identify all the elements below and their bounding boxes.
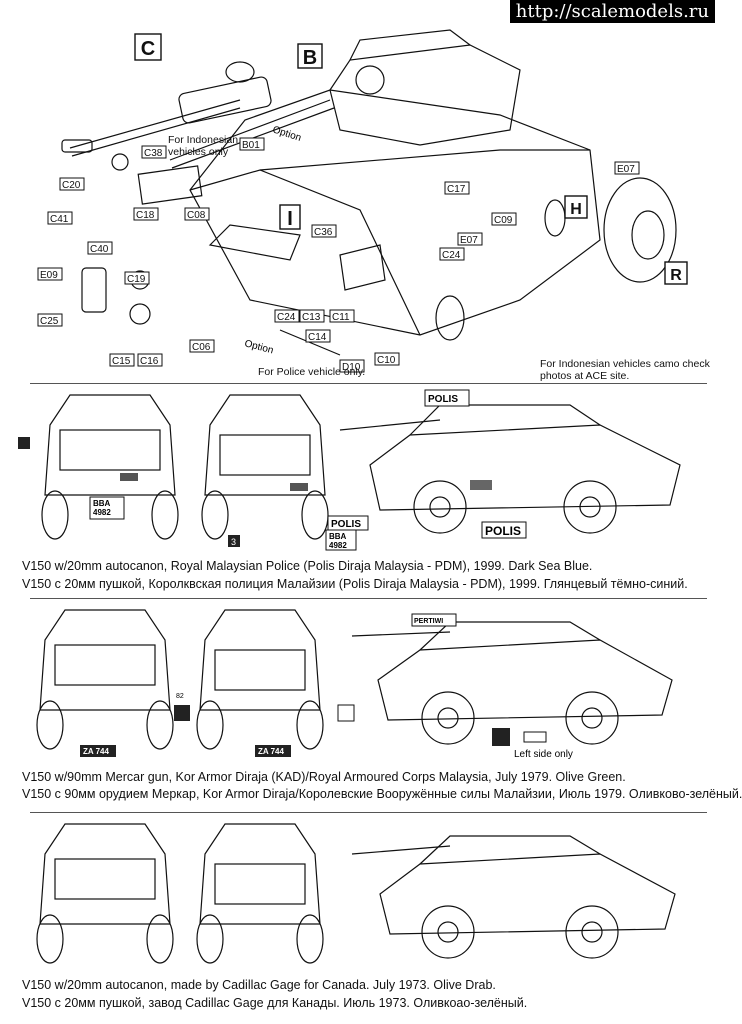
callout-box (59, 177, 85, 191)
watermark: http://scalemodels.ru (509, 0, 715, 23)
callout-box (239, 137, 265, 151)
polis-small-label: POLIS (331, 519, 361, 530)
callout-label: C17 (447, 184, 466, 195)
plate-front-mercar: ZA 744 (83, 747, 109, 756)
big-label-c: C (141, 38, 155, 60)
option-bottom-label: Option (243, 338, 274, 356)
callout-label: C18 (136, 210, 155, 221)
callout-label: E07 (460, 235, 478, 246)
callout-label: C14 (308, 332, 327, 343)
big-labels (134, 33, 688, 285)
callout-box (299, 309, 325, 323)
left-side-only: Left side only (514, 749, 573, 760)
callout-box (124, 271, 150, 285)
big-label-i: I (287, 208, 293, 230)
callout-box (444, 181, 470, 195)
callout-box (37, 267, 63, 281)
callout-label: C24 (442, 250, 461, 261)
callout-box (47, 211, 73, 225)
divider-3 (30, 812, 707, 813)
callout-box (339, 359, 365, 373)
callout-label: C38 (144, 148, 163, 159)
callout-box (439, 247, 465, 261)
camo-note-2: photos at ACE site. (540, 370, 630, 382)
callout-box (491, 212, 517, 226)
marker-82: 82 (176, 693, 184, 700)
indonesian-note: For Indonesian vehicles only (168, 134, 239, 158)
callout-label: C20 (62, 180, 81, 191)
callout-box (37, 313, 63, 327)
divider-1 (30, 383, 707, 384)
callout-box (109, 353, 135, 367)
callout-label: C16 (140, 356, 159, 367)
callout-box (137, 353, 163, 367)
caption-ru: V150 с 20мм пушкой, завод Cadillac Gage … (22, 996, 528, 1010)
big-label-r: R (670, 267, 682, 284)
callout-label: C13 (302, 312, 321, 323)
callout-label: C06 (192, 342, 211, 353)
callout-box (133, 207, 159, 221)
turret-outline (329, 44, 521, 146)
callout-label: B01 (242, 140, 260, 151)
callout-label: E07 (617, 164, 635, 175)
polis-big-label: POLIS (485, 524, 521, 538)
callout-box (311, 224, 337, 238)
callout-box (374, 352, 400, 366)
callout-label: C15 (112, 356, 131, 367)
front-wheel (435, 295, 465, 341)
callout-label: C10 (377, 355, 396, 366)
spare-wheel (603, 177, 677, 283)
callout-label: C40 (90, 244, 109, 255)
callout-box (329, 309, 355, 323)
option-top-label: Option (271, 124, 302, 144)
caption-ru: V150 с 90мм орудием Меркар, Kor Armor Di… (22, 787, 742, 801)
callout-label: D10 (342, 362, 361, 373)
callout-label: C08 (187, 210, 206, 221)
divider-2 (30, 598, 707, 599)
pertiwi-label: PERTIWI (414, 618, 443, 625)
callout-label: C19 (127, 274, 146, 285)
callout-box (305, 329, 331, 343)
camo-note-1: For Indonesian vehicles camo check (540, 358, 710, 370)
caption-en: V150 w/20mm autocanon, Royal Malaysian P… (22, 559, 593, 573)
callout-label: C11 (332, 312, 350, 323)
panel-mercar: PERTIWI 82 Left side only ZA 744 ZA 744 … (0, 600, 742, 805)
gun-c (69, 99, 241, 157)
callout-label: C36 (314, 227, 333, 238)
callout-label: E09 (40, 270, 58, 281)
callout-label: C24 (277, 312, 296, 323)
big-label-h: H (570, 201, 582, 218)
panel-mercar-drawings: PERTIWI 82 Left side only ZA 744 ZA 744 (36, 609, 673, 760)
callout-box (457, 232, 483, 246)
callout-label: C25 (40, 316, 59, 327)
caption-en: V150 w/90mm Mercar gun, Kor Armor Diraja… (22, 770, 626, 784)
panel-canada: V150 w/20mm autocanon, made by Cadillac … (0, 814, 715, 1024)
big-label-b: B (303, 47, 317, 69)
callout-box (274, 309, 300, 323)
callout-label: C09 (494, 215, 513, 226)
police-note: For Police vehicle only. (258, 366, 366, 378)
hull-outline (189, 89, 601, 336)
callout-box (614, 161, 640, 175)
callout-box (184, 207, 210, 221)
polis-top-label: POLIS (428, 394, 458, 405)
caption-en: V150 w/20mm autocanon, made by Cadillac … (22, 978, 496, 992)
caption-ru: V150 с 20мм пушкой, Королквская полиция … (22, 577, 688, 591)
plate-front-police-line1: BBA (93, 499, 111, 508)
callout-box (141, 145, 167, 159)
panel-canada-drawings (36, 823, 676, 964)
marker-3: 3 (231, 537, 236, 547)
callout-box (87, 241, 113, 255)
callout-box (189, 339, 215, 353)
plate-rear-mercar: ZA 744 (258, 747, 284, 756)
callout-label: C41 (50, 214, 69, 225)
